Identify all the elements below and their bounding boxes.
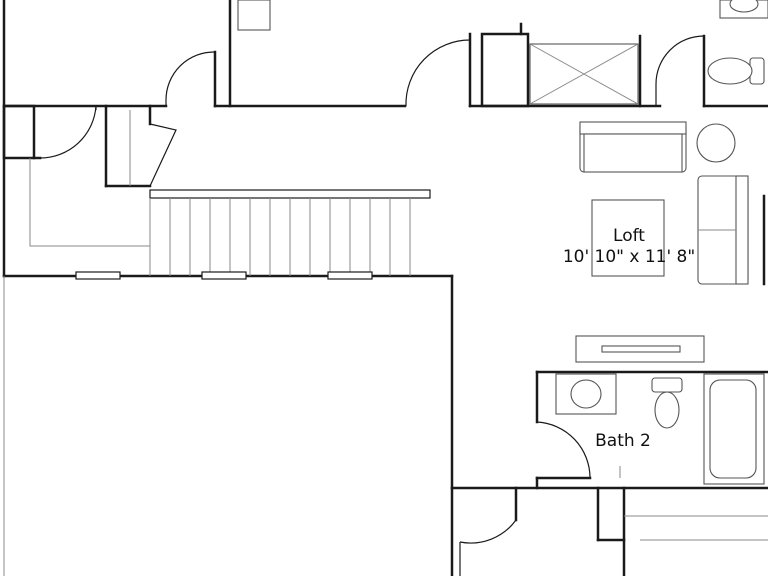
room-dimensions-loft: 10' 10" x 11' 8" <box>563 247 695 267</box>
side-table-icon <box>696 123 736 163</box>
tv-console-icon <box>575 335 705 363</box>
sofa-icon <box>579 121 687 173</box>
toilet-icon <box>707 57 765 85</box>
windows <box>75 271 373 280</box>
stairs <box>149 189 431 276</box>
bathtub-icon <box>703 373 765 485</box>
fixtures <box>237 0 768 485</box>
linen-closet-icon <box>529 43 639 105</box>
dresser-icon <box>237 0 271 31</box>
couch-icon <box>697 175 749 285</box>
bath2-toilet-icon <box>651 377 683 429</box>
coffee-table-icon <box>591 199 665 277</box>
room-labels: Loft 10' 10" x 11' 8" Bath 2 <box>563 226 695 451</box>
room-name-bath-2: Bath 2 <box>595 431 651 451</box>
room-name-loft: Loft <box>613 226 645 246</box>
doors <box>39 35 705 576</box>
